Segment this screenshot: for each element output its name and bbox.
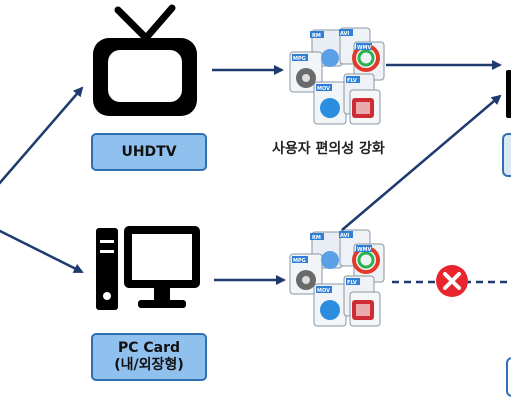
tv-icon bbox=[93, 4, 197, 116]
arrow-to-uhdtv bbox=[0, 86, 84, 185]
uhdtv-label: UHDTV bbox=[121, 143, 177, 160]
blocked-icon bbox=[436, 265, 468, 297]
media-badges-2: RM AVI WMV MPG MOV FLV bbox=[292, 231, 372, 294]
svg-text:MPG: MPG bbox=[293, 258, 306, 264]
convenience-caption: 사용자 편의성 강화 bbox=[272, 141, 385, 157]
svg-text:MOV: MOV bbox=[317, 288, 330, 294]
svg-text:WMV: WMV bbox=[357, 247, 371, 253]
right-edge-box-top bbox=[502, 133, 511, 177]
svg-text:MPG: MPG bbox=[293, 56, 306, 62]
media-badges-1: RM AVI WMV MPG MOV FLV bbox=[292, 29, 372, 92]
uhdtv-label-box: UHDTV bbox=[91, 133, 207, 171]
svg-text:AVI: AVI bbox=[340, 233, 349, 239]
svg-text:FLV: FLV bbox=[347, 280, 357, 286]
pc-card-label: PC Card bbox=[117, 340, 181, 356]
svg-text:RM: RM bbox=[312, 235, 321, 241]
svg-text:MOV: MOV bbox=[317, 86, 330, 92]
media-files-icon bbox=[289, 27, 385, 125]
arrow-pc-media-to-right-top bbox=[341, 94, 502, 231]
svg-text:RM: RM bbox=[312, 33, 321, 39]
media-files-icon-2 bbox=[289, 229, 385, 327]
pc-icon bbox=[96, 226, 200, 310]
pc-card-label-box: PC Card (내/외장형) bbox=[91, 333, 207, 381]
svg-text:FLV: FLV bbox=[347, 78, 357, 84]
arrow-to-pc bbox=[0, 229, 84, 274]
svg-text:WMV: WMV bbox=[357, 45, 371, 51]
right-device-partial bbox=[506, 70, 511, 118]
right-edge-box-bottom bbox=[506, 357, 511, 397]
svg-text:AVI: AVI bbox=[340, 31, 349, 37]
pc-card-sublabel: (내/외장형) bbox=[114, 357, 184, 373]
